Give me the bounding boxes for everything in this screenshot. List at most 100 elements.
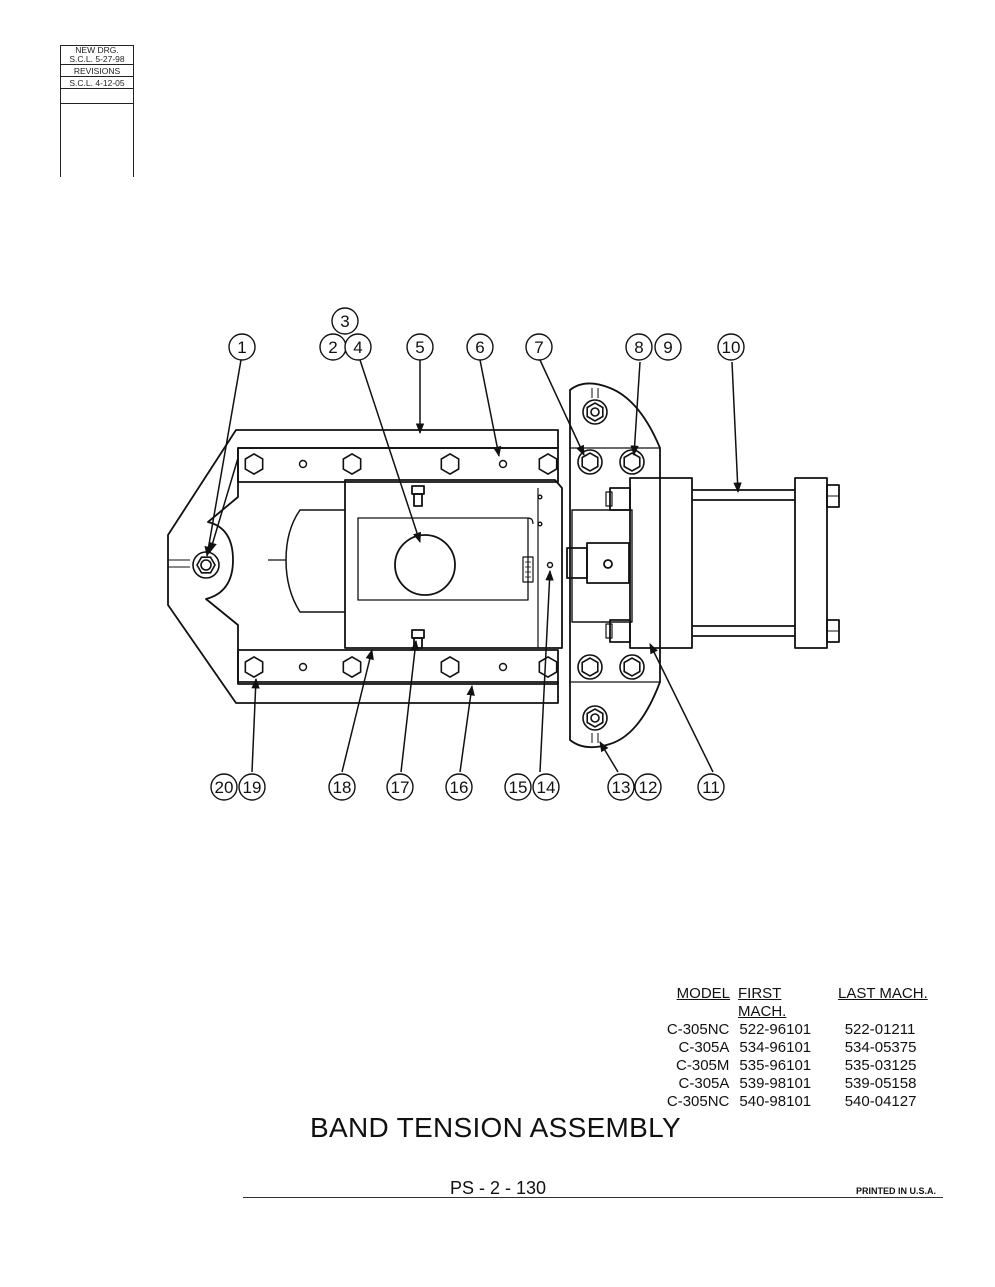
hex-bolt — [342, 453, 362, 475]
hex-bolt — [192, 551, 220, 579]
small-hole — [537, 521, 543, 527]
model-cell: C-305NC — [666, 1021, 730, 1038]
model-cell: C-305A — [678, 1039, 730, 1056]
hex-bolt — [577, 449, 603, 475]
model-cell: C-305NC — [666, 1093, 730, 1110]
table-row: C-305NC 540-98101 540-04127 — [648, 1093, 944, 1111]
leader-line-18 — [341, 648, 374, 773]
small-hole — [298, 459, 308, 469]
small-hole — [537, 494, 543, 500]
revision-blank-row — [61, 89, 133, 104]
hex-bolt — [538, 656, 558, 678]
mounting-bracket — [569, 382, 661, 749]
callout-7: 7 — [534, 338, 543, 357]
model-cell: C-305M — [676, 1057, 730, 1074]
leader-line-8 — [630, 361, 641, 457]
callout-balloon — [238, 773, 266, 801]
table-row: C-305A 539-98101 539-05158 — [648, 1075, 944, 1093]
callout-balloon — [634, 773, 662, 801]
hex-bolt — [440, 656, 460, 678]
leader-line-14 — [539, 569, 554, 773]
revision-line-3: REVISIONS — [61, 65, 133, 77]
callout-balloon — [717, 333, 745, 361]
last-mach-cell: 522-01211 — [844, 1021, 916, 1038]
first-mach-cell: 522-96101 — [739, 1021, 812, 1038]
callout-balloon — [607, 773, 635, 801]
printed-in-usa: PRINTED IN U.S.A. — [856, 1186, 937, 1196]
callout-14: 14 — [537, 778, 556, 797]
callout-19: 19 — [243, 778, 262, 797]
hex-bolt — [582, 399, 608, 425]
first-mach-cell: 540-98101 — [739, 1093, 812, 1110]
leader-line-11 — [649, 643, 714, 773]
callout-balloon — [386, 773, 414, 801]
callout-balloon — [328, 773, 356, 801]
hex-bolt — [244, 656, 264, 678]
model-cell: C-305A — [678, 1075, 730, 1092]
first-mach-cell: 535-96101 — [739, 1057, 812, 1074]
header-first-mach: FIRST MACH. — [738, 985, 787, 1020]
small-hole — [546, 561, 554, 569]
grease-fitting-top — [411, 485, 425, 507]
callout-balloon — [625, 333, 653, 361]
leader-line-16 — [459, 684, 475, 773]
first-mach-cell: 534-96101 — [739, 1039, 812, 1056]
rod-end — [586, 542, 630, 584]
cylinder-rear-cap — [794, 477, 828, 649]
slide-block — [344, 479, 563, 649]
callout-3: 3 — [340, 312, 349, 331]
hex-bolt — [440, 453, 460, 475]
hex-bolt — [619, 654, 645, 680]
callout-12: 12 — [639, 778, 658, 797]
callout-15: 15 — [509, 778, 528, 797]
hex-bolt — [244, 453, 264, 475]
leader-line-1 — [204, 359, 242, 558]
small-hole — [298, 662, 308, 672]
last-mach-cell: 540-04127 — [844, 1093, 917, 1110]
callout-balloon — [406, 333, 434, 361]
callout-4: 4 — [353, 338, 362, 357]
leader-line-10 — [731, 361, 742, 494]
callout-6: 6 — [475, 338, 484, 357]
revision-line-2: S.C.L. 5-27-98 — [61, 55, 133, 65]
table-row: C-305NC 522-96101 522-01211 — [648, 1021, 944, 1039]
callout-balloon — [654, 333, 682, 361]
base-plate-outline — [167, 429, 559, 704]
callout-10: 10 — [722, 338, 741, 357]
hex-bolt — [577, 654, 603, 680]
leader-line-17 — [400, 639, 420, 773]
header-model: MODEL — [676, 985, 730, 1002]
table-row: C-305M 535-96101 535-03125 — [648, 1057, 944, 1075]
hex-bolt — [342, 656, 362, 678]
callout-balloon — [210, 773, 238, 801]
callout-balloon — [445, 773, 473, 801]
first-mach-cell: 539-98101 — [739, 1075, 812, 1092]
callout-9: 9 — [663, 338, 672, 357]
center-bore — [394, 534, 456, 596]
callout-18: 18 — [333, 778, 352, 797]
cylinder-front-flange — [629, 477, 693, 649]
drawing-title: BAND TENSION ASSEMBLY — [310, 1112, 681, 1143]
callout-20: 20 — [215, 778, 234, 797]
callout-balloon — [525, 333, 553, 361]
leader-line-19 — [251, 677, 260, 773]
callout-8: 8 — [634, 338, 643, 357]
revision-block: NEW DRG. S.C.L. 5-27-98 REVISIONS S.C.L.… — [60, 45, 134, 177]
clevis-pocket — [285, 509, 345, 613]
callout-balloon — [331, 307, 359, 335]
last-mach-cell: 534-05375 — [844, 1039, 917, 1056]
leader-line-1b — [208, 457, 239, 554]
model-serial-table: MODEL FIRST MACH. LAST MACH. C-305NC 522… — [648, 985, 944, 1111]
hex-bolt — [538, 453, 558, 475]
callout-17: 17 — [391, 778, 410, 797]
callout-5: 5 — [415, 338, 424, 357]
callout-balloon — [532, 773, 560, 801]
revision-line-4: S.C.L. 4-12-05 — [61, 77, 133, 89]
callout-balloon — [228, 333, 256, 361]
footer-rule — [243, 1197, 943, 1198]
hex-bolt — [619, 449, 645, 475]
page-number: PS - 2 - 130 — [450, 1178, 547, 1198]
last-mach-cell: 535-03125 — [844, 1057, 917, 1074]
revision-line-1: NEW DRG. — [61, 45, 133, 55]
